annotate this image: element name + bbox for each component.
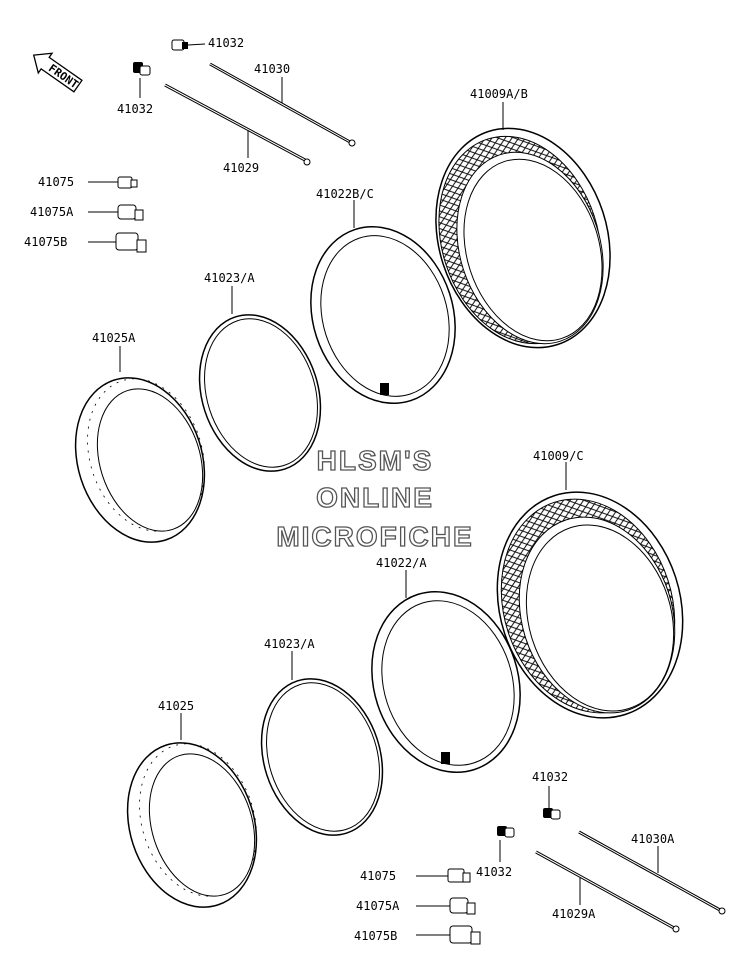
part-label-41025a: 41025A	[92, 331, 136, 345]
rod-41030	[209, 62, 356, 147]
rim-band-41023a-bottom	[260, 651, 384, 836]
part-label-41009c: 41009/C	[533, 449, 584, 463]
part-label-41032-a: 41032	[208, 36, 244, 50]
weight-41075-bottom	[416, 868, 471, 883]
tire-41009ab	[435, 102, 611, 349]
part-label-41032-c: 41032	[532, 770, 568, 784]
watermark-line3: MICROFICHE	[276, 521, 473, 552]
part-label-41029a: 41029A	[552, 907, 596, 921]
front-arrow-icon: FRONT	[32, 52, 83, 93]
tube-41022bc	[310, 200, 456, 405]
valve-41032-top-right	[171, 39, 206, 51]
rod-41029a	[535, 850, 680, 933]
watermark-line2: ONLINE	[316, 482, 434, 513]
part-label-41022a: 41022/A	[376, 556, 427, 570]
part-label-41032-d: 41032	[476, 865, 512, 879]
weight-41075b-top	[88, 232, 147, 253]
part-label-41025: 41025	[158, 699, 194, 713]
weight-41075a-bottom	[416, 897, 476, 915]
part-label-41023a-bottom: 41023/A	[264, 637, 315, 651]
tire-41009c	[496, 462, 684, 719]
part-label-41009ab: 41009A/B	[470, 87, 528, 101]
valve-41032-bottom-left	[497, 826, 515, 862]
rim-band-41023a-top	[198, 286, 322, 472]
part-label-41075-top: 41075	[38, 175, 74, 189]
valve-41032-top-left	[133, 62, 151, 98]
tube-41022a	[371, 570, 521, 774]
rod-41030a	[578, 830, 726, 915]
part-label-41030a: 41030A	[631, 832, 675, 846]
part-label-41032-b: 41032	[117, 102, 153, 116]
part-label-41075-bottom: 41075	[360, 869, 396, 883]
watermark-line1: HLSM'S	[317, 445, 434, 476]
part-label-41075b-bottom: 41075B	[354, 929, 397, 943]
weight-41075b-bottom	[416, 925, 481, 945]
part-label-41023a-top: 41023/A	[204, 271, 255, 285]
part-label-41075b-top: 41075B	[24, 235, 67, 249]
part-label-41075a-bottom: 41075A	[356, 899, 400, 913]
part-label-41075a-top: 41075A	[30, 205, 74, 219]
part-label-41022bc: 41022B/C	[316, 187, 374, 201]
part-label-41030: 41030	[254, 62, 290, 76]
part-label-41029: 41029	[223, 161, 259, 175]
rim-41025	[126, 713, 258, 908]
weight-41075-top	[88, 176, 138, 189]
rim-41025a	[74, 346, 206, 543]
weight-41075a-top	[88, 204, 144, 221]
rod-41029	[164, 83, 311, 166]
valve-41032-bottom-right	[543, 786, 561, 820]
